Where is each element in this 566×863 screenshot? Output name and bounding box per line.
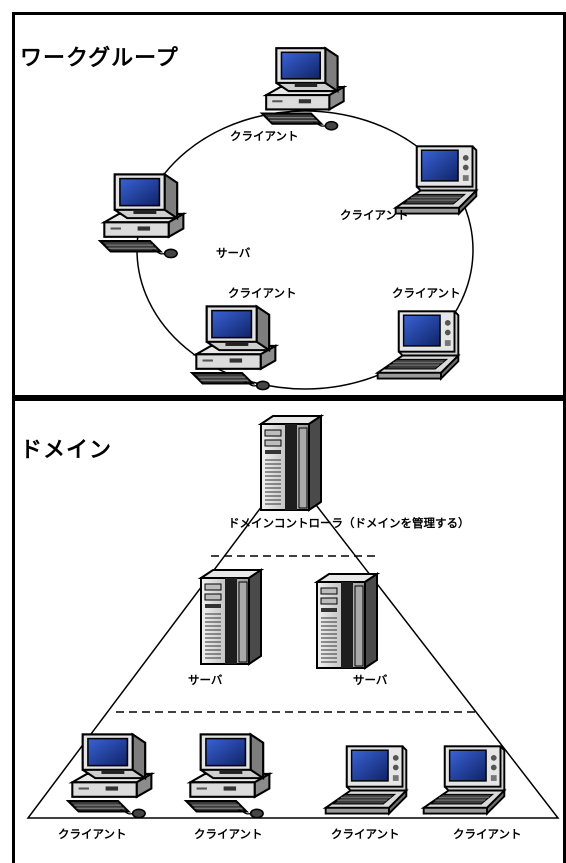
domain-client-label: クライアント: [58, 827, 127, 841]
domain-controller-label: ドメインコントローラ（ドメインを管理する）: [228, 516, 470, 530]
desktop-computer-icon: [64, 728, 168, 822]
domain-client-label: クライアント: [453, 827, 522, 841]
domain-server-label: サーバ: [353, 673, 388, 687]
tower-server-icon: [194, 568, 266, 668]
workgroup-server-label: サーバ: [216, 246, 251, 260]
workgroup-client-label: クライアント: [230, 129, 299, 143]
domain-title: ドメイン: [20, 438, 113, 463]
desktop-computer-icon: [182, 728, 286, 822]
workgroup-client-label: クライアント: [392, 286, 461, 300]
laptop-icon: [318, 740, 414, 818]
workgroup-client-label: クライアント: [228, 286, 297, 300]
workgroup-client-label: クライアント: [340, 208, 409, 222]
domain-client-label: クライアント: [194, 827, 263, 841]
domain-server-label: サーバ: [188, 673, 223, 687]
workgroup-title: ワークグループ: [20, 46, 179, 71]
domain-client-label: クライアント: [331, 827, 400, 841]
laptop-icon: [416, 740, 512, 818]
tower-server-icon: [310, 572, 382, 672]
tower-server-icon: [254, 414, 326, 514]
